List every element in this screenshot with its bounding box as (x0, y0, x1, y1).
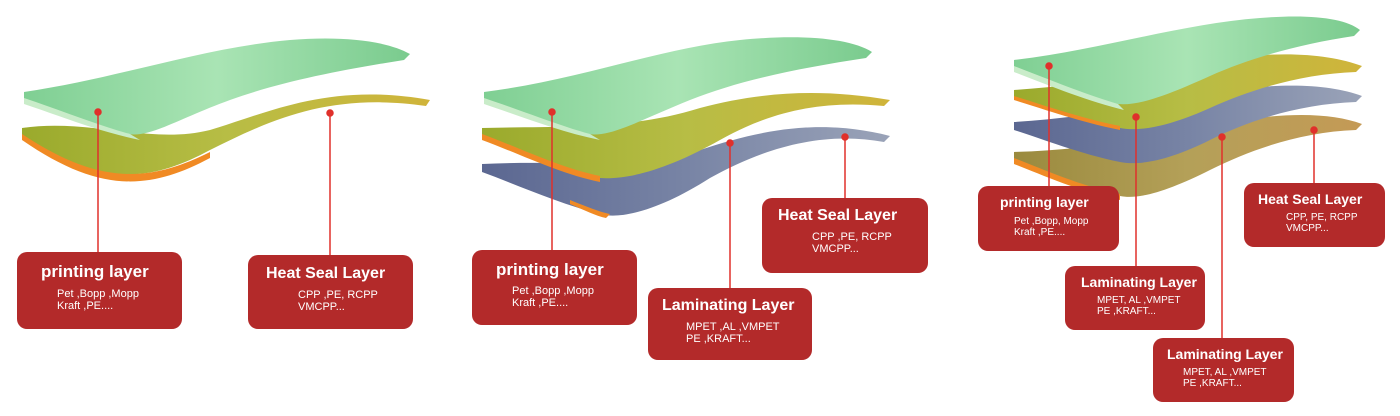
leader-dot (841, 133, 849, 141)
printing-layer-label: printing layer Pet ,Bopp ,Mopp Kraft ,PE… (472, 250, 637, 325)
laminating-film (482, 93, 890, 179)
heat-seal-film-edge (22, 134, 210, 182)
label-material-line-2: VMCPP... (298, 301, 345, 313)
label-material-line-1: MPET, AL ,VMPET (1183, 367, 1267, 378)
laminating-film-upper (1014, 54, 1362, 130)
label-material-line-1: Pet ,Bopp, Mopp (1014, 216, 1089, 227)
label-title: Heat Seal Layer (266, 265, 386, 282)
leader-dot (726, 139, 734, 147)
laminating-film-edge (482, 134, 600, 182)
label-material-line-2: Kraft ,PE.... (512, 297, 569, 309)
label-title: printing layer (1000, 194, 1089, 210)
diagram-1-layers (22, 38, 430, 182)
label-material-line-2: Kraft ,PE.... (1014, 227, 1066, 238)
label-material-line-1: CPP, PE, RCPP (1286, 212, 1358, 223)
laminating-film-edge (1014, 96, 1120, 130)
label-material-line-1: CPP ,PE, RCPP (298, 289, 378, 301)
label-material-line-2: PE ,KRAFT... (1097, 306, 1156, 317)
diagram-2-layers (482, 37, 890, 218)
laminating-layer-label: Laminating Layer MPET ,AL ,VMPET PE ,KRA… (648, 288, 812, 360)
label-title: Heat Seal Layer (778, 207, 898, 224)
label-material-line-2: PE ,KRAFT... (1183, 378, 1242, 389)
printing-film-edge (24, 98, 140, 140)
printing-layer-label: printing layer Pet ,Bopp, Mopp Kraft ,PE… (978, 186, 1119, 251)
label-material-line-2: Kraft ,PE.... (57, 300, 114, 312)
label-material-line-2: VMCPP... (1286, 223, 1329, 234)
printing-film (24, 38, 410, 135)
label-title: Laminating Layer (1167, 346, 1283, 362)
heat-seal-layer-label: Heat Seal Layer CPP ,PE, RCPP VMCPP... (248, 255, 413, 329)
label-material-line-1: MPET, AL ,VMPET (1097, 295, 1181, 306)
leader-dot (1132, 113, 1140, 121)
printing-film-edge (484, 98, 600, 140)
heat-seal-film-edge (570, 200, 610, 218)
leader-dot (94, 108, 102, 116)
label-title: Laminating Layer (662, 297, 795, 314)
printing-film-edge (1014, 66, 1124, 110)
heat-seal-film (1014, 115, 1362, 197)
label-material-line-2: VMCPP... (812, 243, 859, 255)
leader-dot (326, 109, 334, 117)
laminating-layer-label: Laminating Layer MPET, AL ,VMPET PE ,KRA… (1153, 338, 1294, 402)
leader-dot (1218, 133, 1226, 141)
leader-dot (548, 108, 556, 116)
heat-seal-film (482, 127, 890, 216)
heat-seal-layer-label: Heat Seal Layer CPP ,PE, RCPP VMCPP... (762, 198, 928, 273)
printing-film (484, 37, 872, 135)
label-title: printing layer (496, 260, 604, 279)
printing-film (1014, 16, 1360, 105)
label-title: Laminating Layer (1081, 274, 1197, 290)
diagram-3-layers (1014, 16, 1362, 200)
leader-dot (1310, 126, 1318, 134)
laminating-film-lower (1014, 85, 1362, 164)
leader-lines (94, 62, 1318, 338)
printing-layer-label: printing layer Pet ,Bopp ,Mopp Kraft ,PE… (17, 252, 182, 329)
leader-dot (1045, 62, 1053, 70)
label-material-line-1: Pet ,Bopp ,Mopp (57, 288, 139, 300)
label-material-line-1: CPP ,PE, RCPP (812, 231, 892, 243)
label-title: Heat Seal Layer (1258, 191, 1363, 207)
label-material-line-1: Pet ,Bopp ,Mopp (512, 285, 594, 297)
label-material-line-2: PE ,KRAFT... (686, 333, 751, 345)
heat-seal-layer-label: Heat Seal Layer CPP, PE, RCPP VMCPP... (1244, 183, 1385, 247)
label-material-line-1: MPET ,AL ,VMPET (686, 321, 780, 333)
label-title: printing layer (41, 262, 149, 281)
heat-seal-film (22, 94, 430, 175)
laminating-layer-label: Laminating Layer MPET, AL ,VMPET PE ,KRA… (1065, 266, 1205, 330)
